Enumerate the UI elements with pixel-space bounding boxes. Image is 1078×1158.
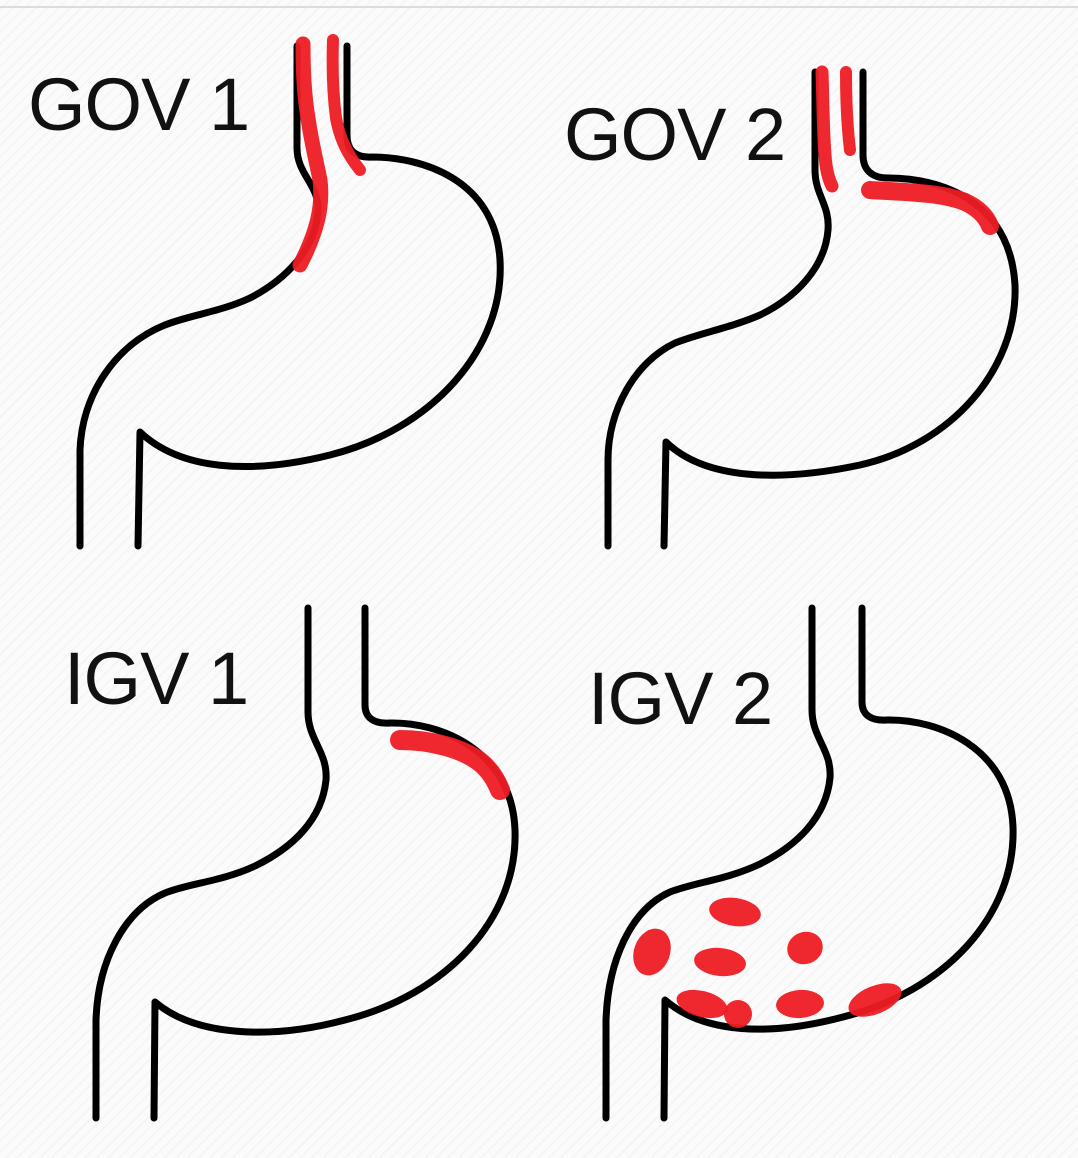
stomach-greater-curvature xyxy=(664,608,1013,1118)
stomach-diagram-igv2 xyxy=(540,590,1078,1158)
varix-spot-1 xyxy=(707,895,762,930)
stomach-greater-curvature xyxy=(664,72,1015,546)
panel-igv2: IGV 2 xyxy=(540,590,1078,1158)
varix-esophagus-right xyxy=(846,72,850,150)
panel-gov2: GOV 2 xyxy=(540,0,1078,570)
varix-spot-7 xyxy=(775,988,825,1019)
varix-spot-6 xyxy=(724,1000,752,1028)
stomach-diagram-gov2 xyxy=(540,0,1078,570)
stomach-lesser-curvature xyxy=(606,608,830,1118)
stomach-diagram-igv1 xyxy=(0,590,540,1158)
varix-fundus-isolated xyxy=(400,740,500,790)
varix-fundus xyxy=(870,190,990,226)
stomach-lesser-curvature xyxy=(80,46,318,546)
stomach-greater-curvature xyxy=(138,46,500,546)
varix-spot-5 xyxy=(674,985,731,1023)
varix-esophagus-left xyxy=(300,44,321,265)
panel-igv1: IGV 1 xyxy=(0,590,540,1158)
stomach-diagram-gov1 xyxy=(0,0,540,570)
varix-spot-3 xyxy=(693,945,748,978)
panel-gov1: GOV 1 xyxy=(0,0,540,570)
varix-spot-2 xyxy=(627,923,677,980)
varix-esophagus-left xyxy=(822,72,832,186)
varix-spot-4 xyxy=(783,927,828,969)
stomach-greater-curvature xyxy=(154,608,515,1118)
stomach-lesser-curvature xyxy=(96,608,326,1118)
